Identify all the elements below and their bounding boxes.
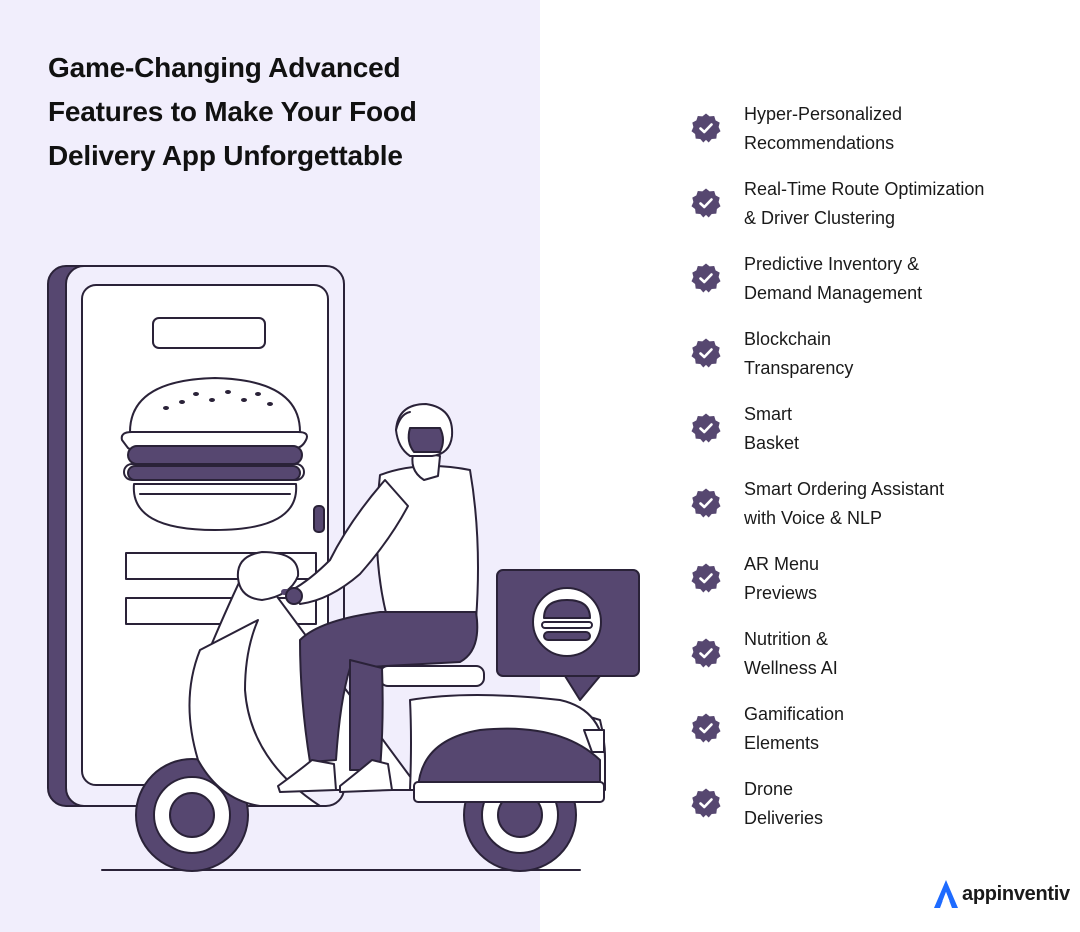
verified-check-badge-icon [690,337,722,369]
feature-line-2: Transparency [744,358,854,378]
verified-check-badge-icon [690,637,722,669]
list-item: Nutrition & Wellness AI [690,623,1060,698]
feature-line-1: Gamification [744,704,845,724]
list-item: Predictive Inventory & Demand Management [690,248,1060,323]
feature-line-2: Wellness AI [744,658,838,678]
feature-line-1: Predictive Inventory & [744,254,920,274]
verified-check-badge-icon [690,787,722,819]
verified-check-badge-icon [690,712,722,744]
feature-line-1: Smart [744,404,793,424]
appinventiv-logo-icon [934,880,958,908]
list-item: Real-Time Route Optimization & Driver Clu… [690,173,1060,248]
feature-line-2: Deliveries [744,808,824,828]
brand-logo: appinventiv [932,878,1070,910]
title-line-3: Delivery App Unforgettable [48,140,403,171]
feature-line-2: with Voice & NLP [744,508,883,528]
page-title: Game-Changing Advanced Features to Make … [48,46,508,178]
feature-line-2: Previews [744,583,818,603]
feature-line-1: Real-Time Route Optimization [744,179,985,199]
verified-check-badge-icon [690,487,722,519]
verified-check-badge-icon [690,412,722,444]
feature-line-2: Demand Management [744,283,923,303]
feature-line-1: Blockchain [744,329,832,349]
verified-check-badge-icon [690,187,722,219]
brand-name: appinventiv [962,882,1070,905]
feature-line-1: Drone [744,779,794,799]
feature-line-2: Recommendations [744,133,895,153]
list-item: Smart Ordering Assistant with Voice & NLP [690,473,1060,548]
title-line-1: Game-Changing Advanced [48,52,401,83]
scooter-delivery-rider-illustration [47,265,640,872]
verified-check-badge-icon [690,262,722,294]
feature-line-1: AR Menu [744,554,820,574]
feature-line-2: Basket [744,433,800,453]
feature-line-2: Elements [744,733,820,753]
feature-line-1: Hyper-Personalized [744,104,903,124]
verified-check-badge-icon [690,112,722,144]
feature-line-2: & Driver Clustering [744,208,896,228]
feature-line-1: Nutrition & [744,629,829,649]
verified-check-badge-icon [690,562,722,594]
title-line-2: Features to Make Your Food [48,96,417,127]
feature-line-1: Smart Ordering Assistant [744,479,945,499]
